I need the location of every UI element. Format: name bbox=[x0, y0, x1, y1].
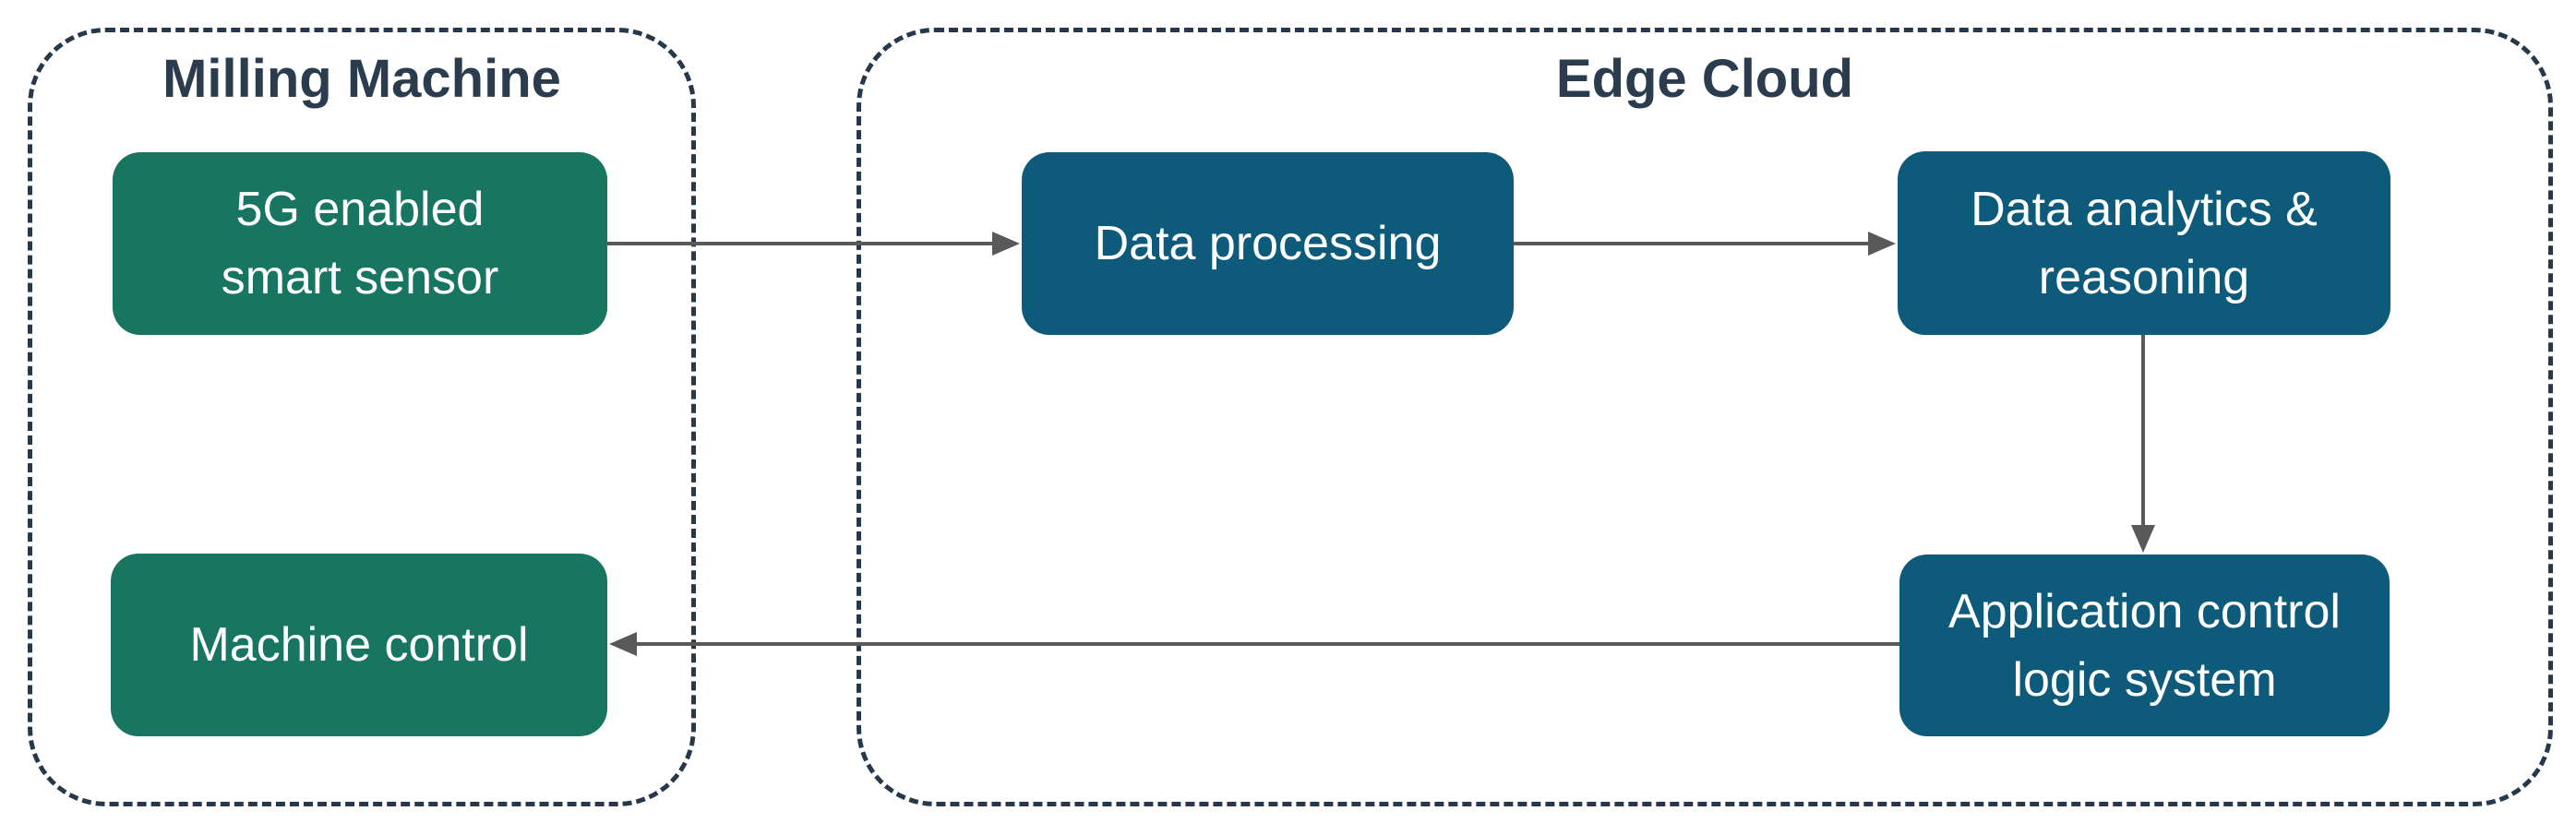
node-data-processing: Data processing bbox=[1022, 152, 1514, 335]
node-5g-smart-sensor: 5G enabled smart sensor bbox=[113, 152, 607, 335]
node-application-control-logic: Application control logic system bbox=[1899, 555, 2390, 736]
node-machine-control: Machine control bbox=[111, 554, 607, 736]
group-edge-cloud: Edge Cloud bbox=[857, 28, 2553, 806]
node-label-line: Application control bbox=[1948, 584, 2341, 638]
node-label-line: Machine control bbox=[189, 618, 529, 672]
group-title-edge-cloud: Edge Cloud bbox=[1555, 49, 1854, 109]
node-label-line: Data processing bbox=[1094, 217, 1442, 270]
node-label-line: Data analytics & bbox=[1971, 182, 2318, 236]
group-title-milling-machine: Milling Machine bbox=[162, 49, 561, 109]
node-label-line: smart sensor bbox=[221, 251, 499, 304]
node-label-line: logic system bbox=[2012, 652, 2277, 707]
node-data-analytics-reasoning: Data analytics & reasoning bbox=[1898, 151, 2390, 335]
node-label-line: reasoning bbox=[2038, 250, 2250, 304]
node-label-line: 5G enabled bbox=[235, 183, 485, 236]
group-milling-machine: Milling Machine bbox=[28, 28, 696, 806]
